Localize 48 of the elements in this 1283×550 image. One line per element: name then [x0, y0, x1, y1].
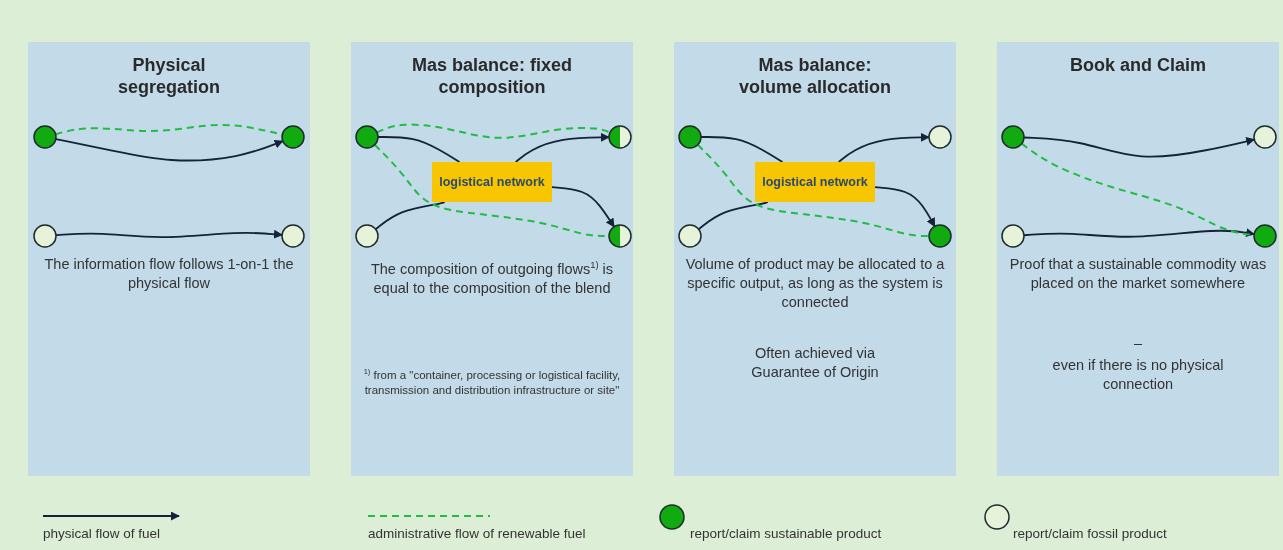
half-filled-circle — [608, 224, 632, 248]
method-panel — [28, 42, 310, 476]
flow-arrow — [874, 186, 936, 228]
legend-label: administrative flow of renewable fuel — [368, 526, 586, 541]
flow-arrow — [55, 229, 283, 239]
filled-circle — [1001, 125, 1025, 149]
network-box: logistical network — [432, 162, 552, 202]
product-circle — [1253, 125, 1277, 149]
filled-circle — [281, 125, 305, 149]
administrative-flow-line — [696, 143, 930, 237]
method-panel — [674, 42, 956, 476]
legend-label: physical flow of fuel — [43, 526, 161, 541]
product-circle — [33, 224, 57, 248]
flow-arrow — [1023, 136, 1256, 158]
filled-circle — [928, 224, 952, 248]
legend-label: report/claim fossil product — [1013, 526, 1167, 541]
footnote: $^{1)}$ from a "container, processing or logistical facility, transmission and distribution infrastructure or site" — [362, 366, 622, 398]
product-circle — [928, 125, 952, 149]
panel-title: Mas balance: fixed composition — [410, 54, 574, 98]
description-text: The composition of outgoing flows$^{1)}$ is equal to the composition of the blend — [369, 258, 615, 298]
method-panel — [351, 42, 633, 476]
method-panel — [997, 42, 1279, 476]
panel-title: Mas balance: volume allocation — [737, 54, 892, 98]
panel-title: Book and Claim — [1069, 54, 1207, 76]
description-text: The information flow follows 1-on-1 the physical flow — [43, 255, 295, 293]
flow-arrow — [514, 132, 610, 163]
filled-circle — [1253, 224, 1277, 248]
description-text: Proof that a sustainable commodity was placed on the market somewhere — [1008, 255, 1268, 293]
panel-title: Physical segregation — [117, 54, 221, 98]
filled-circle — [33, 125, 57, 149]
product-circle — [678, 224, 702, 248]
flow-arrow — [551, 186, 615, 228]
network-box: logistical network — [755, 162, 875, 202]
flow-arrow — [837, 132, 930, 163]
description-text: Often achieved via Guarantee of Origin — [750, 344, 880, 382]
filled-circle — [678, 125, 702, 149]
legend-label: report/claim sustainable product — [690, 526, 882, 541]
administrative-flow-line — [376, 123, 611, 139]
flow-arrow — [54, 138, 284, 162]
filled-circle — [355, 125, 379, 149]
description-text: even if there is no physical connection — [1051, 356, 1225, 394]
product-circle — [355, 224, 379, 248]
half-filled-circle — [608, 125, 632, 149]
description-text: – — [1132, 334, 1144, 353]
product-circle — [1001, 224, 1025, 248]
description-text: Volume of product may be allocated to a specific output, as long as the system is connected — [684, 255, 946, 312]
flow-arrow — [1023, 228, 1256, 238]
product-circle — [281, 224, 305, 248]
